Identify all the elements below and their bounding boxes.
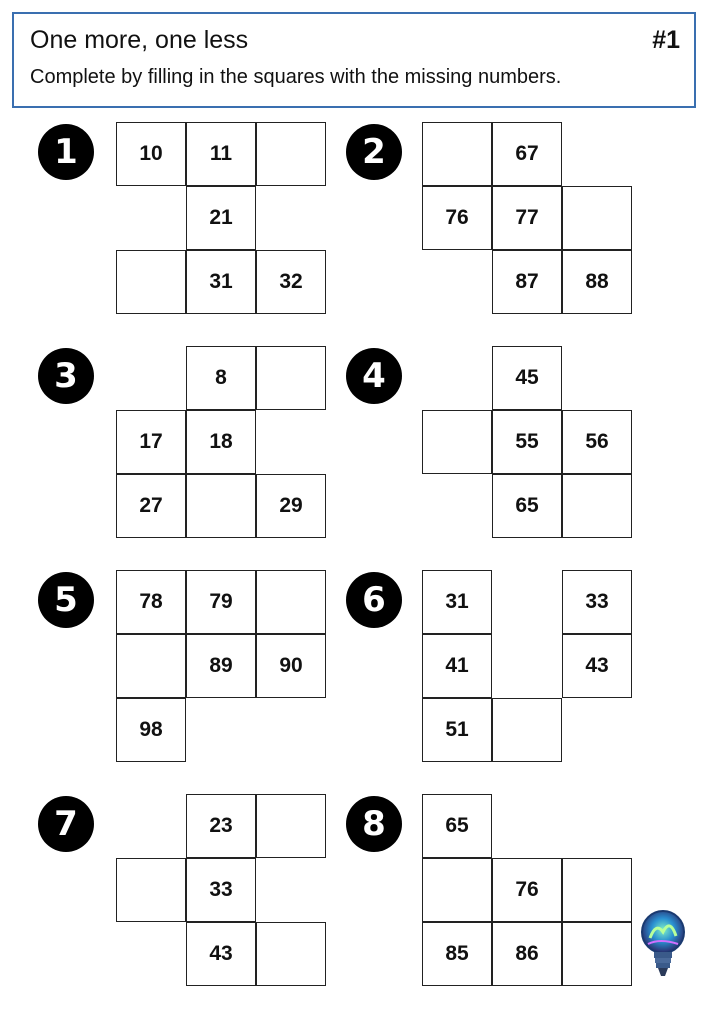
number-square: 43	[186, 922, 256, 986]
lightbulb-icon	[640, 908, 686, 987]
number-square: 51	[422, 698, 492, 762]
puzzle-number-badge: 1	[38, 124, 94, 180]
number-square: 98	[116, 698, 186, 762]
empty-answer-square[interactable]	[116, 634, 186, 698]
puzzle-number-badge: 7	[38, 796, 94, 852]
number-square: 85	[422, 922, 492, 986]
empty-answer-square[interactable]	[562, 922, 632, 986]
empty-answer-square[interactable]	[562, 186, 632, 250]
empty-answer-square[interactable]	[256, 794, 326, 858]
number-square: 77	[492, 186, 562, 250]
empty-answer-square[interactable]	[256, 346, 326, 410]
instructions: Complete by filling in the squares with …	[30, 66, 562, 88]
header-box: One more, one less #1 Complete by fillin…	[12, 12, 696, 108]
number-square: 32	[256, 250, 326, 314]
puzzle-number-badge: 4	[346, 348, 402, 404]
number-square: 18	[186, 410, 256, 474]
number-square: 23	[186, 794, 256, 858]
empty-answer-square[interactable]	[186, 474, 256, 538]
number-square: 17	[116, 410, 186, 474]
number-square: 29	[256, 474, 326, 538]
number-square: 88	[562, 250, 632, 314]
empty-answer-square[interactable]	[562, 858, 632, 922]
empty-answer-square[interactable]	[116, 250, 186, 314]
number-square: 33	[186, 858, 256, 922]
number-square: 21	[186, 186, 256, 250]
number-square: 45	[492, 346, 562, 410]
empty-answer-square[interactable]	[562, 474, 632, 538]
page-title: One more, one less	[30, 26, 249, 54]
puzzle-number-badge: 2	[346, 124, 402, 180]
number-square: 76	[492, 858, 562, 922]
empty-answer-square[interactable]	[256, 922, 326, 986]
number-square: 31	[186, 250, 256, 314]
puzzle-number-badge: 3	[38, 348, 94, 404]
empty-answer-square[interactable]	[256, 570, 326, 634]
number-square: 90	[256, 634, 326, 698]
empty-answer-square[interactable]	[492, 698, 562, 762]
number-square: 76	[422, 186, 492, 250]
number-square: 65	[492, 474, 562, 538]
number-square: 79	[186, 570, 256, 634]
empty-answer-square[interactable]	[422, 122, 492, 186]
number-square: 8	[186, 346, 256, 410]
empty-answer-square[interactable]	[116, 858, 186, 922]
sheet-number: #1	[652, 26, 680, 54]
number-square: 89	[186, 634, 256, 698]
puzzle-number-badge: 5	[38, 572, 94, 628]
number-square: 31	[422, 570, 492, 634]
number-square: 56	[562, 410, 632, 474]
empty-answer-square[interactable]	[422, 858, 492, 922]
number-square: 86	[492, 922, 562, 986]
number-square: 67	[492, 122, 562, 186]
puzzle-number-badge: 6	[346, 572, 402, 628]
empty-answer-square[interactable]	[422, 410, 492, 474]
empty-answer-square[interactable]	[256, 122, 326, 186]
number-square: 43	[562, 634, 632, 698]
number-square: 55	[492, 410, 562, 474]
number-square: 27	[116, 474, 186, 538]
number-square: 87	[492, 250, 562, 314]
number-square: 33	[562, 570, 632, 634]
number-square: 10	[116, 122, 186, 186]
number-square: 65	[422, 794, 492, 858]
number-square: 78	[116, 570, 186, 634]
number-square: 41	[422, 634, 492, 698]
number-square: 11	[186, 122, 256, 186]
puzzle-number-badge: 8	[346, 796, 402, 852]
